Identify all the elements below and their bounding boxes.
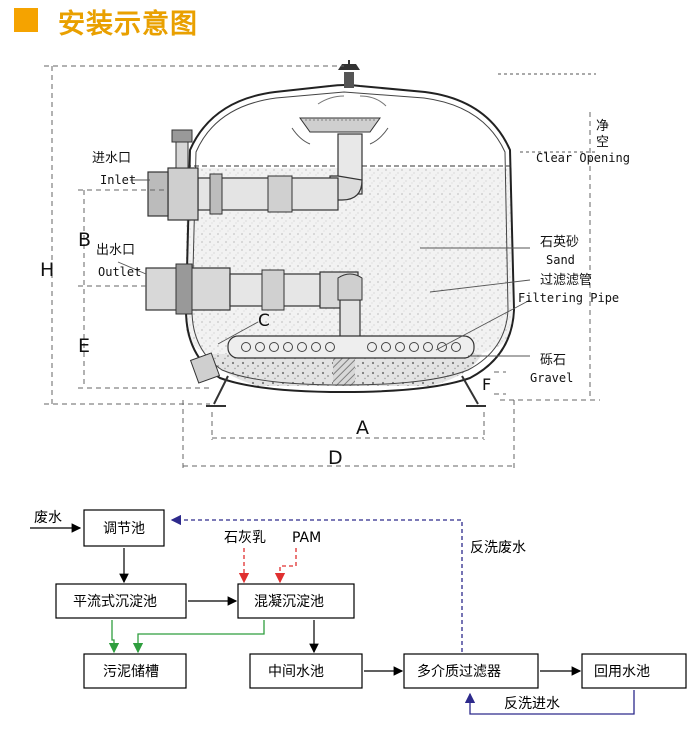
dim-label-c: C (258, 311, 270, 331)
outlet-pipe (145, 263, 363, 347)
tank-shell (184, 84, 516, 394)
clear-label-en: Clear Opening (536, 151, 630, 165)
sand-label-en: Sand (546, 253, 575, 267)
lateral-pipe (227, 335, 475, 359)
dimension-lines (44, 65, 600, 468)
pipe-label-en: Filtering Pipe (518, 291, 619, 305)
box-tiaojie (83, 509, 165, 547)
box-pingliu (55, 583, 187, 619)
top-distributor (291, 95, 389, 145)
flow-label-zhongjian: 中间水池 (268, 664, 324, 680)
dim-label-f: F (482, 375, 491, 394)
sand-label-cn: 石英砂 (540, 235, 579, 250)
gravel-label-en: Gravel (530, 371, 573, 385)
flow-label-wuni: 污泥储槽 (103, 664, 159, 680)
center-support (333, 356, 355, 386)
dim-label-a: A (356, 417, 369, 439)
flow-label-pam: PAM (292, 530, 321, 546)
box-zhongjian (249, 653, 363, 689)
inlet-pipe (147, 129, 363, 221)
flow-label-backwash-waste: 反洗废水 (470, 540, 526, 556)
box-wuni (83, 653, 187, 689)
box-hunning (237, 583, 355, 619)
tank-inner-shell (191, 91, 509, 386)
inlet-label-en: Inlet (100, 173, 136, 187)
header-accent-square (14, 8, 38, 32)
flow-label-hunning: 混凝沉淀池 (254, 594, 324, 610)
dim-label-e: E (78, 335, 90, 357)
flow-label-backwash-in: 反洗进水 (504, 696, 560, 712)
flow-label-tiaojie: 调节池 (103, 521, 145, 537)
leader-lines (117, 73, 596, 357)
dim-label-b: B (78, 229, 91, 251)
clear-label-cn-2: 空 (596, 135, 609, 150)
filter-tank (145, 60, 516, 407)
pipe-label-cn: 过滤滤管 (540, 273, 592, 288)
flow-label-lime: 石灰乳 (224, 530, 266, 546)
outlet-label-cn: 出水口 (96, 243, 135, 258)
dim-label-d: D (328, 447, 343, 469)
header: 安装示意图 (0, 0, 695, 44)
tank-legs (206, 375, 486, 407)
page-title: 安装示意图 (58, 9, 198, 40)
box-huiyong (581, 653, 687, 689)
outlet-label-en: Outlet (98, 265, 141, 279)
box-duojie (403, 653, 539, 689)
air-vent-valve (338, 60, 360, 88)
flow-label-waste-water: 废水 (34, 510, 62, 526)
process-flowchart: 废水 调节池 石灰乳 PAM 反洗废水 平流式沉淀池 混凝沉淀池 污泥储槽 中间… (30, 509, 687, 715)
inlet-label-cn: 进水口 (92, 151, 131, 166)
flow-label-pingliu: 平流式沉淀池 (73, 594, 157, 610)
tank-labels: 进水口 Inlet 出水口 Outlet 净 空 Clear Opening 石… (40, 119, 630, 469)
drain-valve (189, 352, 221, 384)
clear-label-cn-1: 净 (596, 119, 609, 134)
gravel-label-cn: 砾石 (540, 353, 566, 368)
dim-label-h: H (40, 259, 54, 281)
flow-label-huiyong: 回用水池 (594, 664, 650, 680)
flow-label-duojie: 多介质过滤器 (417, 663, 501, 680)
